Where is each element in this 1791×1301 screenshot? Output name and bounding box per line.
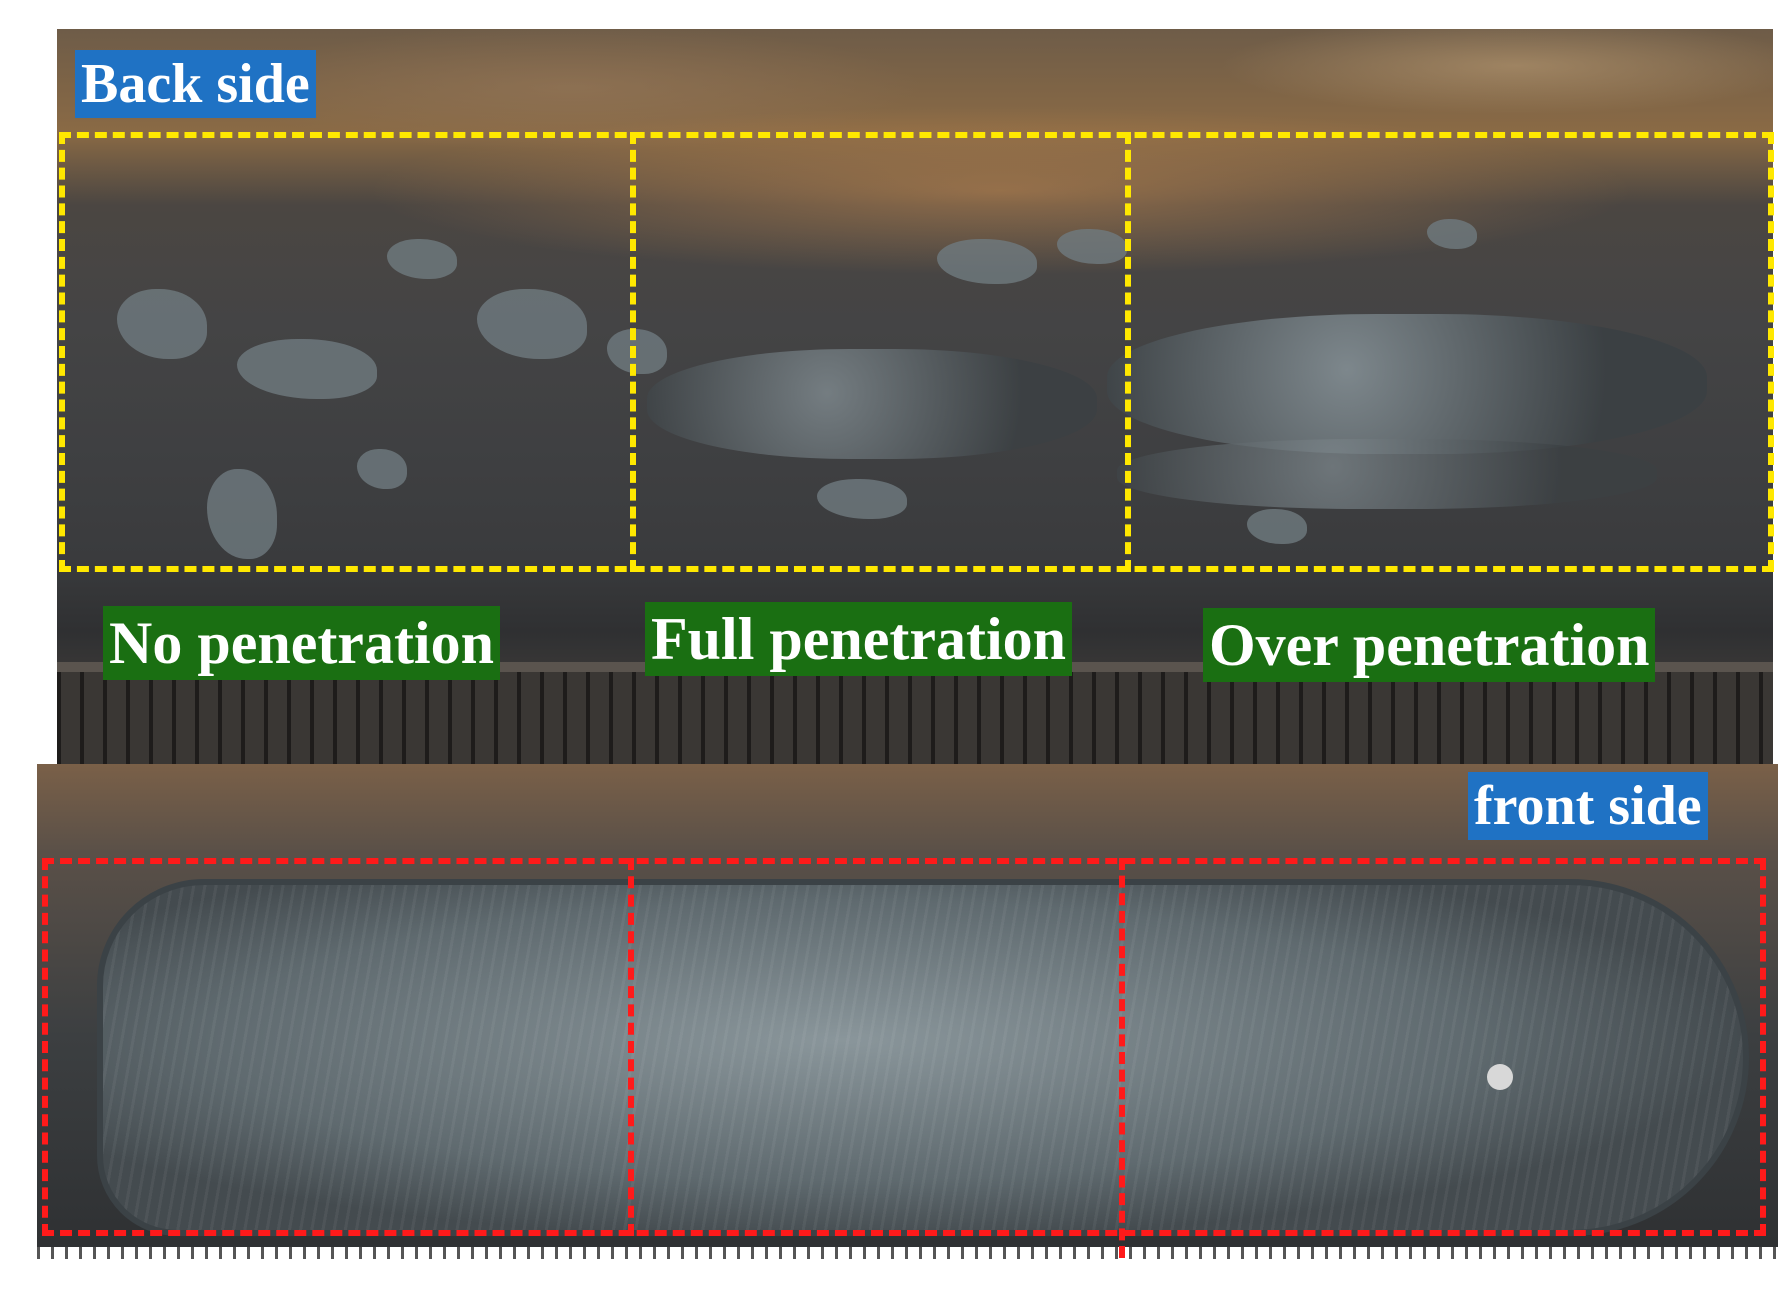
region-label-full-penetration: Full penetration <box>645 602 1072 676</box>
oxide-flake <box>607 329 667 374</box>
oxide-flake <box>357 449 407 489</box>
back-side-region-box <box>59 132 1774 572</box>
back-side-divider-1 <box>630 132 636 572</box>
region-label-over-penetration: Over penetration <box>1203 608 1656 682</box>
weld-bead-underside <box>1117 439 1657 509</box>
ruler <box>57 672 1773 764</box>
front-side-divider-2 <box>1119 858 1125 1258</box>
oxide-flake <box>1427 219 1477 249</box>
front-side-divider-1 <box>628 858 634 1236</box>
back-side-divider-2 <box>1125 132 1131 572</box>
oxide-flake <box>237 339 377 399</box>
front-side-region-box <box>42 858 1766 1236</box>
front-side-label: front side <box>1468 772 1708 840</box>
oxide-flake <box>477 289 587 359</box>
oxide-flake <box>1057 229 1127 264</box>
weld-bead-full <box>647 349 1097 459</box>
region-label-no-penetration: No penetration <box>103 606 500 680</box>
oxide-flake <box>1247 509 1307 544</box>
weld-spot <box>1487 1064 1513 1090</box>
front-side-photo <box>37 764 1778 1259</box>
oxide-flake <box>207 469 277 559</box>
ruler-edge <box>37 1247 1778 1259</box>
oxide-flake <box>387 239 457 279</box>
oxide-flake <box>817 479 907 519</box>
oxide-flake <box>117 289 207 359</box>
oxide-flake <box>937 239 1037 284</box>
back-side-label: Back side <box>75 50 316 118</box>
weld-bead-over <box>1107 314 1707 454</box>
